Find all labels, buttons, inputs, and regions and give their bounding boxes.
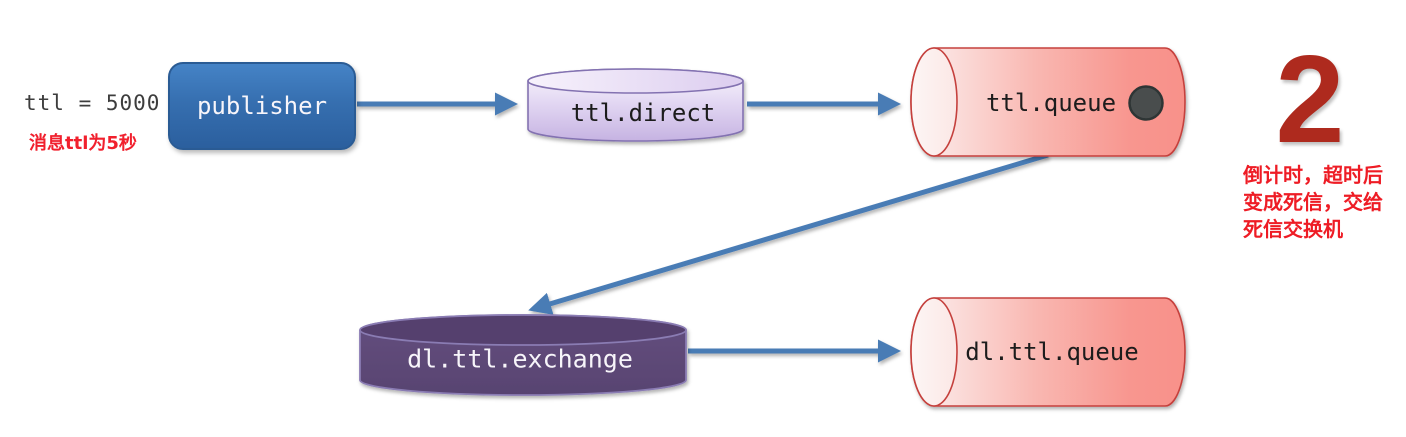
publisher-node: publisher xyxy=(168,62,356,150)
ttl-note-label: 消息ttl为5秒 xyxy=(29,133,137,154)
arrow-queue-to-dl-exchange xyxy=(528,152,1049,315)
direct-exchange-cylinder xyxy=(527,68,744,142)
dl-queue-cylinder xyxy=(910,297,1186,407)
ttl-queue-label: ttl.queue xyxy=(985,89,1117,117)
dl-queue-label: dl.ttl.queue xyxy=(965,338,1139,366)
step-note: 倒计时，超时后 变成死信，交给 死信交换机 xyxy=(1243,162,1383,243)
publisher-label: publisher xyxy=(196,92,328,120)
step-number: 2 xyxy=(1275,31,1345,169)
step-note-line: 死信交换机 xyxy=(1243,217,1343,241)
dl-exchange-cylinder xyxy=(359,314,687,396)
timer-dot-icon xyxy=(1128,85,1164,121)
ttl-value-label: ttl = 5000 xyxy=(24,91,161,115)
ttl-queue-cylinder xyxy=(910,47,1186,157)
direct-exchange-label: ttl.direct xyxy=(570,99,716,127)
dl-exchange-label: dl.ttl.exchange xyxy=(407,344,633,374)
step-note-line: 变成死信，交给 xyxy=(1243,190,1383,214)
step-note-line: 倒计时，超时后 xyxy=(1243,163,1383,187)
